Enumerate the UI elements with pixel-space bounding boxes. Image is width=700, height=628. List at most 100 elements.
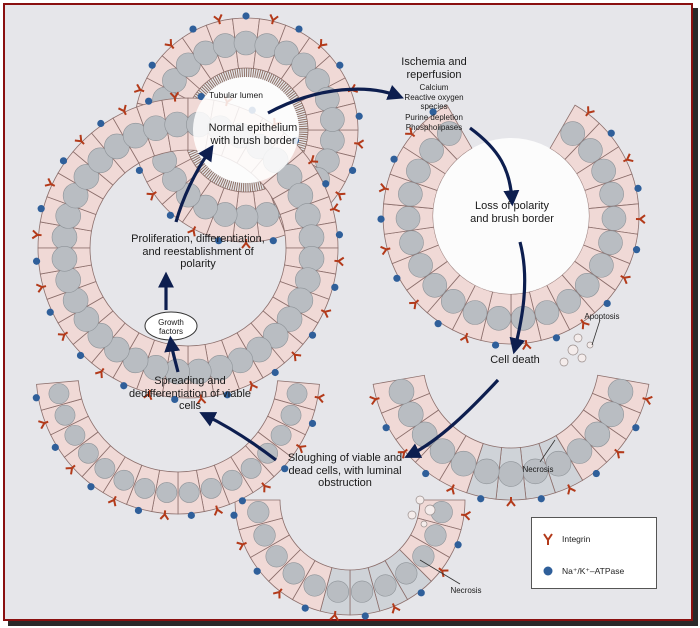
cell-nucleus (94, 458, 116, 479)
ischemia-item-calcium: Calcium (419, 83, 449, 92)
cell-nucleus (412, 545, 435, 568)
atpase-marker (393, 274, 401, 282)
cell-nucleus (473, 458, 500, 485)
atpase-marker (417, 589, 425, 597)
cell-nucleus (298, 246, 325, 272)
legend-atpase-label: Na⁺/K⁺–ATPase (562, 565, 625, 576)
integrin-marker (320, 309, 332, 318)
atpase-marker (295, 25, 303, 33)
cell-nucleus (395, 562, 418, 585)
integrin-marker (329, 203, 341, 213)
integrin-marker (261, 482, 271, 493)
integrin-marker (409, 299, 420, 310)
apoptotic-bodies (407, 333, 594, 528)
atpase-marker (552, 334, 561, 342)
integrin-marker (295, 443, 307, 454)
atpase-marker (308, 331, 317, 339)
cell-nucleus (280, 404, 302, 426)
legend-atpase: Na⁺/K⁺–ATPase (540, 564, 624, 578)
atpase-marker (607, 129, 615, 137)
legend-integrin-label: Integrin (562, 534, 591, 544)
cell-nucleus (193, 194, 218, 220)
atpase-marker (390, 155, 398, 163)
atpase-marker (634, 184, 642, 192)
atpase-marker (87, 483, 95, 491)
integrin-marker (585, 106, 595, 117)
atpase-marker (491, 341, 500, 349)
atpase-marker (331, 283, 339, 291)
cell-nucleus (350, 580, 374, 603)
cell-nucleus (87, 147, 114, 174)
cell-nucleus (408, 253, 433, 278)
atpase-marker (361, 612, 369, 620)
cell-nucleus (462, 300, 488, 325)
atpase-marker (197, 92, 205, 101)
integrin-marker (635, 214, 646, 224)
cell-nucleus (164, 111, 190, 138)
lumen (193, 77, 299, 183)
atpase-marker (223, 391, 231, 399)
integrin-marker (391, 603, 401, 614)
integrin-marker (146, 191, 157, 201)
cell-nucleus (113, 469, 135, 491)
loss-of-polarity-ring (377, 104, 646, 351)
cell-nucleus (574, 272, 600, 298)
cell-nucleus (233, 204, 259, 230)
cell-nucleus (291, 52, 316, 78)
integrin-marker (307, 154, 319, 165)
cell-nucleus (598, 401, 625, 428)
atpase-marker (32, 394, 40, 402)
cell-nucleus (286, 383, 308, 405)
arrow-to-loss-of-polarity (469, 126, 520, 207)
cell-nucleus (303, 574, 326, 597)
integrin-marker (44, 178, 56, 187)
cell-nucleus (578, 138, 603, 163)
integrin-marker (334, 256, 345, 267)
integrin-marker (31, 229, 42, 240)
atpase-marker (97, 119, 105, 128)
cell-nucleus (262, 322, 289, 349)
integrin-marker (94, 367, 105, 379)
cell-nucleus (276, 306, 303, 332)
atpase-marker (603, 299, 611, 308)
cell-nucleus (156, 482, 178, 503)
cell-nucleus (598, 230, 623, 255)
proliferation-label: Proliferation, differentiation, and rees… (131, 233, 265, 271)
integrin-marker (614, 448, 625, 459)
sloughing-ring (230, 499, 472, 622)
integrin-marker (35, 283, 47, 293)
atpase-marker (454, 541, 462, 549)
integrin-marker (213, 505, 224, 516)
atpase-marker (215, 237, 223, 245)
integrin-marker (169, 91, 180, 102)
cell-nucleus (395, 206, 421, 231)
atpase-marker (171, 395, 179, 404)
cell-nucleus (64, 424, 86, 446)
integrin-marker (159, 510, 170, 521)
cell-nucleus (429, 438, 456, 464)
atpase-marker (377, 215, 385, 223)
arrow-to-sloughing (404, 378, 500, 458)
atpase-marker (148, 61, 156, 69)
atpase-marker (477, 495, 485, 503)
integrin-marker (369, 395, 380, 406)
cell-nucleus (601, 206, 627, 231)
cell-nucleus (326, 580, 350, 603)
atpase-marker (308, 419, 317, 428)
integrin-marker (291, 351, 302, 362)
atpase-marker (32, 257, 41, 265)
integrin-marker (38, 420, 49, 430)
atpase-marker (434, 320, 442, 328)
atpase-marker (429, 108, 437, 116)
integrin-marker (164, 38, 175, 50)
cell-nucleus (233, 30, 259, 56)
integrin-icon (543, 533, 553, 545)
tubular-lumen-label: Tubular lumen (208, 90, 264, 100)
ischemia-item-ros: Reactive oxygen species (404, 93, 464, 112)
legend: Integrin Na⁺/K⁺–ATPase (531, 517, 657, 589)
integrin-marker (107, 495, 117, 507)
cell-nucleus (77, 442, 99, 464)
cell-nucleus (589, 253, 614, 278)
cell-nucleus (247, 500, 270, 524)
